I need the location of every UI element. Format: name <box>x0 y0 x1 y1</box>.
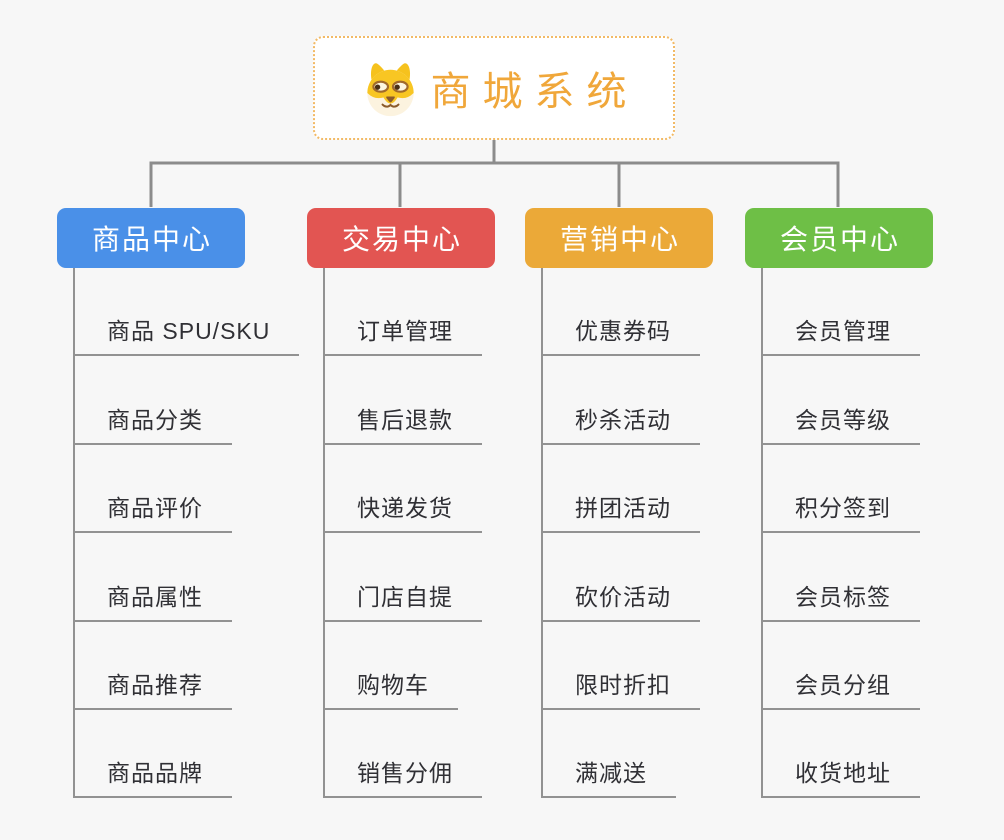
leaf-node[interactable]: 会员分组 <box>761 666 920 710</box>
leaf-node[interactable]: 订单管理 <box>323 312 482 357</box>
leaf-node[interactable]: 销售分佣 <box>323 754 482 799</box>
leaf-node[interactable]: 商品属性 <box>73 578 232 622</box>
branch-children: 订单管理 售后退款 快递发货 门店自提 购物车 销售分佣 <box>323 268 495 799</box>
branch-node-marketing-center[interactable]: 营销中心 <box>525 208 713 268</box>
shiba-dog-icon <box>366 62 414 116</box>
branch-children: 会员管理 会员等级 积分签到 会员标签 会员分组 收货地址 <box>761 268 933 799</box>
leaf-node[interactable]: 购物车 <box>323 666 458 710</box>
branch-node-product-center[interactable]: 商品中心 <box>57 208 245 268</box>
leaf-node[interactable]: 商品分类 <box>73 401 232 445</box>
leaf-node[interactable]: 会员标签 <box>761 578 920 622</box>
branch-column-member-center: 会员中心 会员管理 会员等级 积分签到 会员标签 会员分组 收货地址 <box>745 208 933 799</box>
leaf-node[interactable]: 商品评价 <box>73 489 232 534</box>
branch-rail-line <box>149 161 840 207</box>
leaf-node[interactable]: 商品推荐 <box>73 666 232 710</box>
leaf-node[interactable]: 收货地址 <box>761 754 920 799</box>
branch-children: 商品 SPU/SKU 商品分类 商品评价 商品属性 商品推荐 商品品牌 <box>73 268 300 799</box>
root-node[interactable]: 商城系统 <box>313 36 675 140</box>
leaf-node[interactable]: 门店自提 <box>323 578 482 622</box>
root-title: 商城系统 <box>430 70 639 114</box>
branch-column-product-center: 商品中心 商品 SPU/SKU 商品分类 商品评价 商品属性 商品推荐 商品品牌 <box>57 208 300 799</box>
leaf-node[interactable]: 商品 SPU/SKU <box>73 312 300 357</box>
leaf-node[interactable]: 秒杀活动 <box>541 401 700 445</box>
leaf-node[interactable]: 积分签到 <box>761 489 920 534</box>
leaf-node[interactable]: 快递发货 <box>323 489 482 534</box>
branch-children: 优惠券码 秒杀活动 拼团活动 砍价活动 限时折扣 满减送 <box>541 268 713 799</box>
leaf-node[interactable]: 砍价活动 <box>541 578 700 622</box>
branch-column-trade-center: 交易中心 订单管理 售后退款 快递发货 门店自提 购物车 销售分佣 <box>307 208 495 799</box>
leaf-node[interactable]: 限时折扣 <box>541 666 700 710</box>
leaf-node[interactable]: 拼团活动 <box>541 489 700 534</box>
leaf-node[interactable]: 商品品牌 <box>73 754 232 799</box>
leaf-node[interactable]: 优惠券码 <box>541 312 700 357</box>
branch-column-marketing-center: 营销中心 优惠券码 秒杀活动 拼团活动 砍价活动 限时折扣 满减送 <box>525 208 713 799</box>
branch-node-member-center[interactable]: 会员中心 <box>745 208 933 268</box>
leaf-node[interactable]: 售后退款 <box>323 401 482 445</box>
leaf-node[interactable]: 满减送 <box>541 754 676 799</box>
leaf-node[interactable]: 会员管理 <box>761 312 920 357</box>
branch-node-trade-center[interactable]: 交易中心 <box>307 208 495 268</box>
leaf-node[interactable]: 会员等级 <box>761 401 920 445</box>
